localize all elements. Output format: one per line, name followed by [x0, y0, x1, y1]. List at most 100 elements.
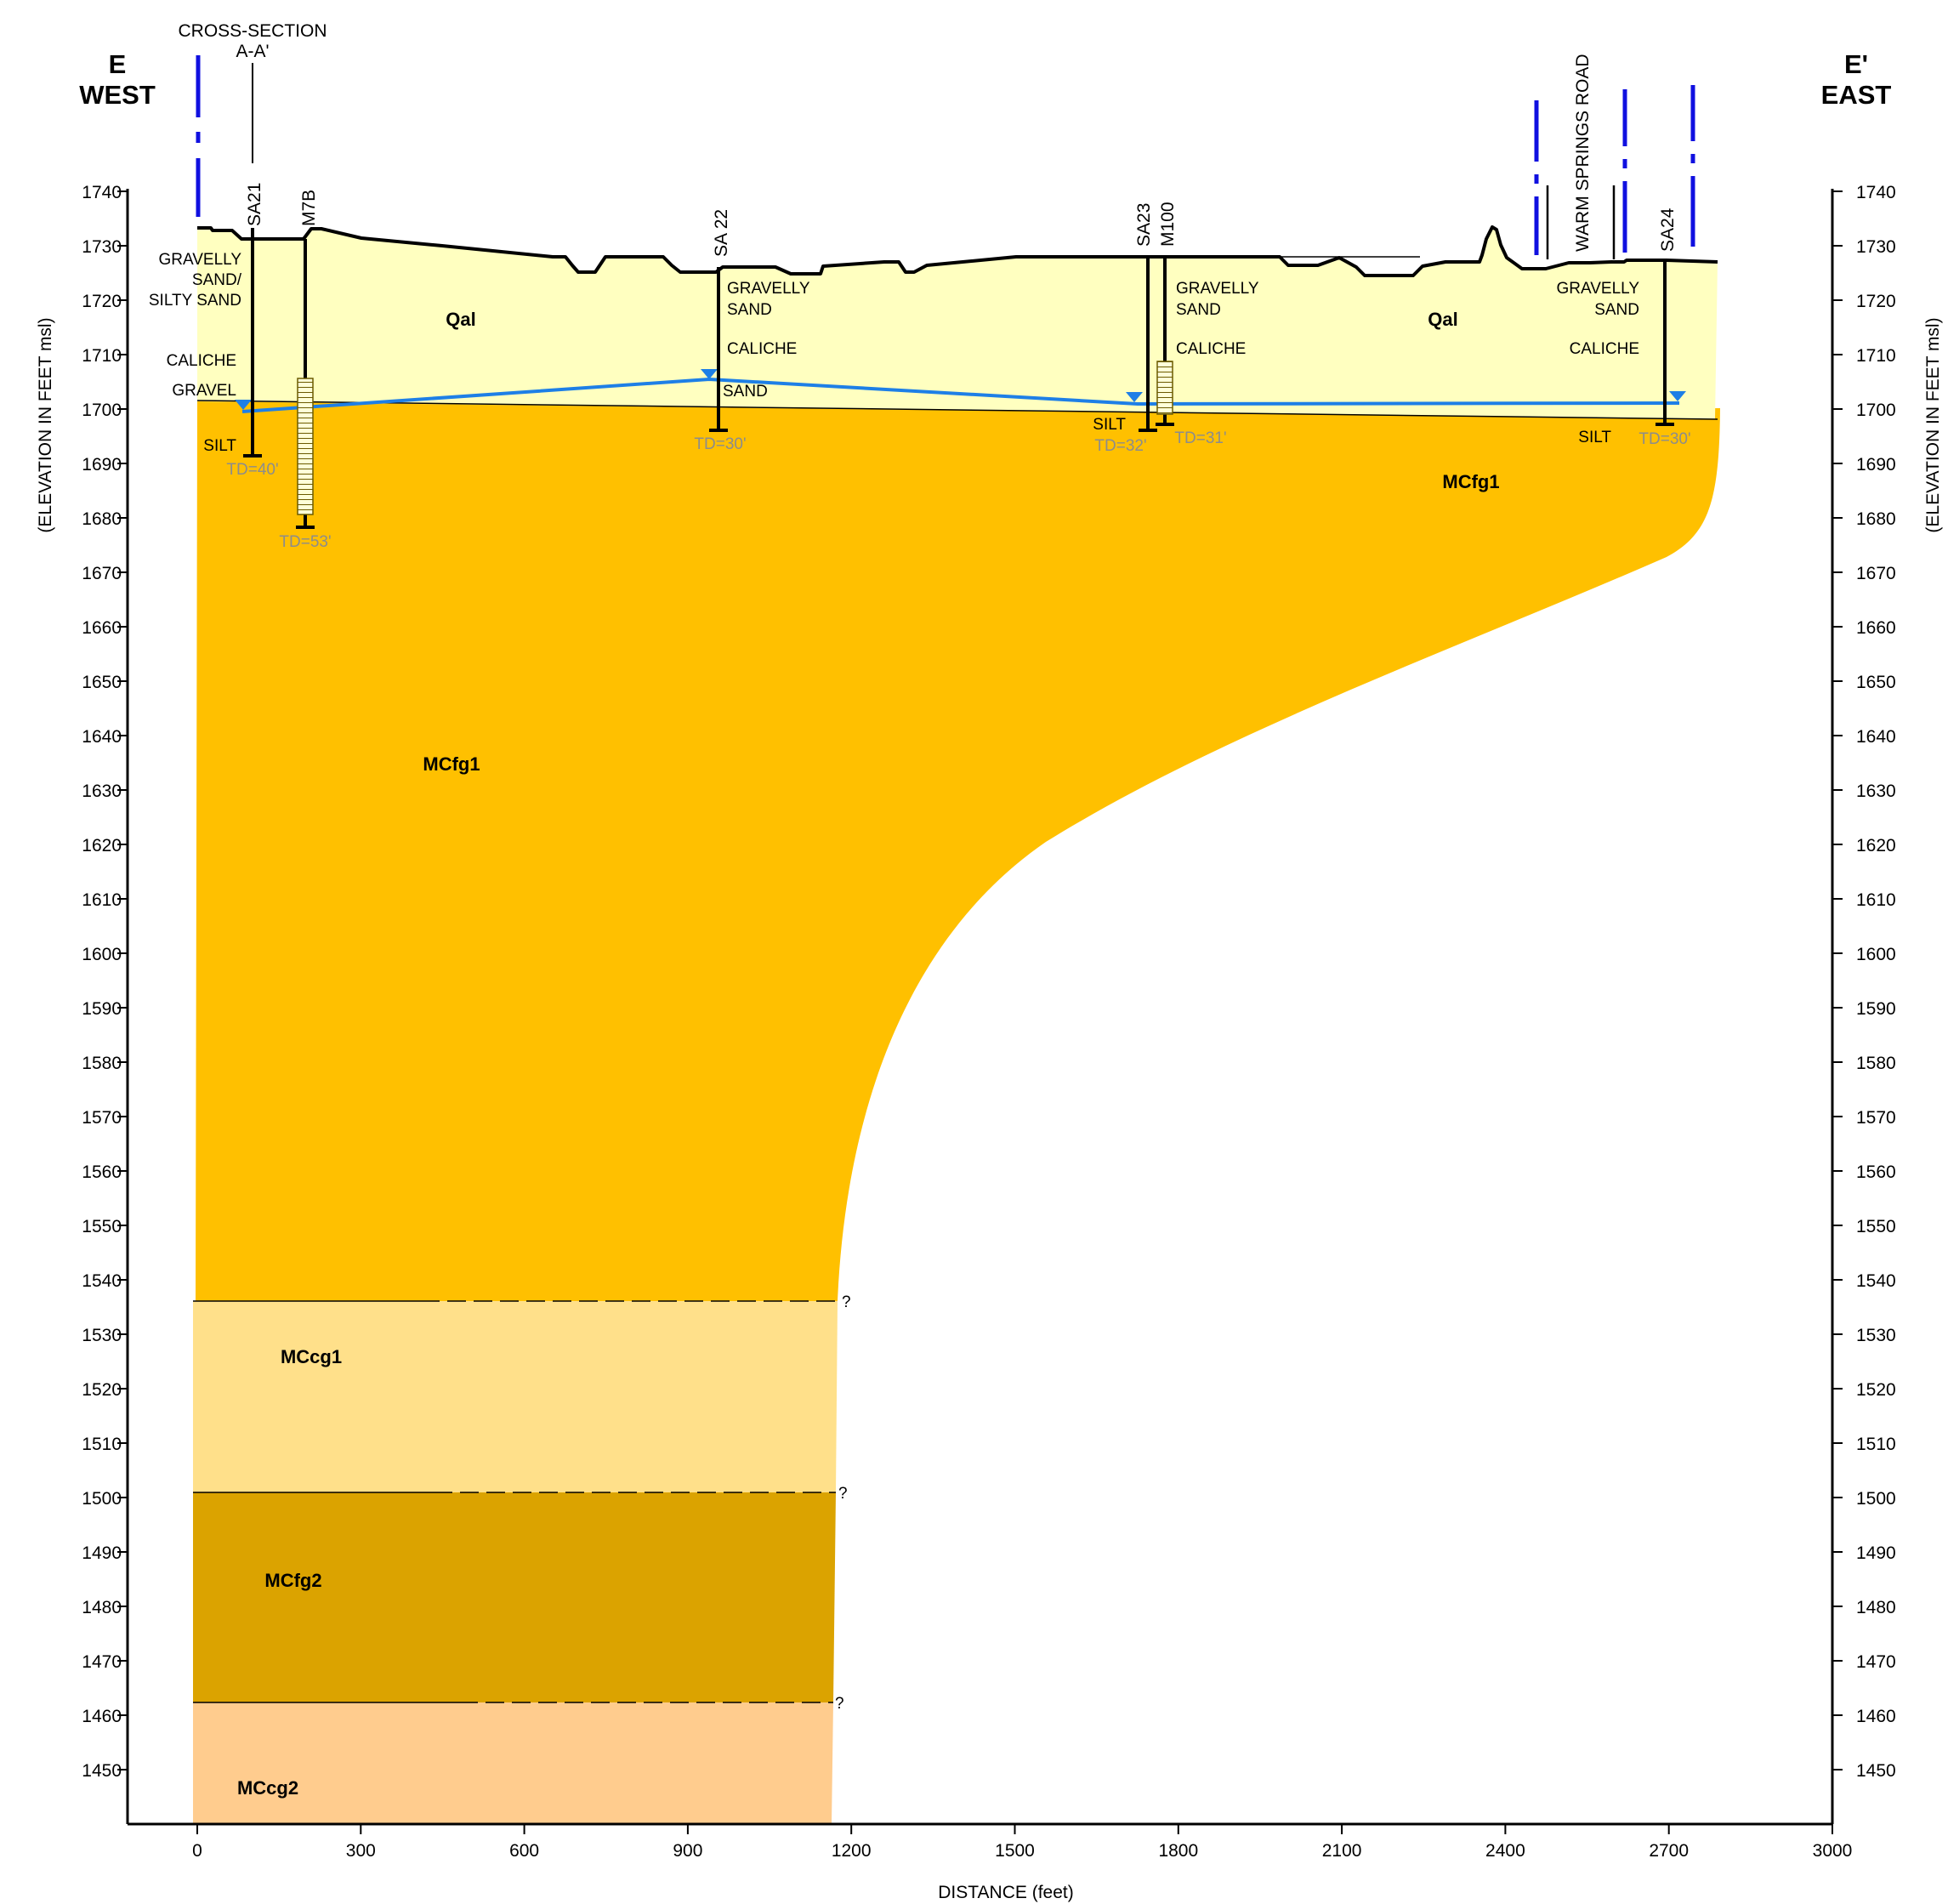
mccg1-unit: [193, 1301, 838, 1492]
y-tick-label-right: 1650: [1856, 673, 1896, 692]
well-name-sa24: SA24: [1658, 207, 1678, 252]
x-tick-label: 600: [509, 1841, 539, 1861]
y-tick-label-left: 1590: [82, 999, 122, 1019]
qal-base-contact: [196, 400, 1718, 420]
unit-label-qal-east: Qal: [1428, 309, 1457, 330]
y-tick-label-left: 1460: [82, 1707, 122, 1726]
east-direction: EAST: [1821, 80, 1892, 110]
ground-surface: [197, 225, 1718, 277]
x-tick-label: 1200: [832, 1841, 872, 1861]
y-tick-label-right: 1730: [1856, 237, 1896, 257]
unit-label-mcfg1-upper: MCfg1: [1442, 471, 1499, 492]
lith-m100-caliche: CALICHE: [1176, 340, 1246, 358]
y-tick-label-right: 1710: [1856, 346, 1896, 366]
lith-sa24-sand: SAND: [1594, 301, 1639, 319]
y-tick-label-left: 1710: [82, 346, 122, 366]
y-tick-label-right: 1490: [1856, 1543, 1896, 1563]
y-tick-label-left: 1500: [82, 1489, 122, 1509]
y-tick-label-right: 1660: [1856, 618, 1896, 638]
x-tick-label: 0: [192, 1841, 202, 1861]
y-tick-label-right: 1460: [1856, 1707, 1896, 1726]
mccg2-unit: [193, 1702, 833, 1824]
west-section-letter: E: [109, 49, 127, 79]
lith-sa23-silt: SILT: [1093, 416, 1126, 434]
y-tick-label-left: 1650: [82, 673, 122, 692]
y-tick-label-left: 1540: [82, 1271, 122, 1291]
y-tick-label-left: 1560: [82, 1162, 122, 1182]
y-tick-label-left: 1640: [82, 727, 122, 747]
water-table-markers: [235, 369, 1686, 410]
lith-west-gravelly: GRAVELLY: [158, 251, 241, 269]
y-tick-label-left: 1490: [82, 1543, 122, 1563]
well-name-m7b: M7B: [299, 190, 319, 226]
lith-m100-sand: SAND: [1176, 301, 1221, 319]
lith-sa22-sand-lower: SAND: [723, 383, 768, 401]
y-tick-label-right: 1480: [1856, 1598, 1896, 1617]
well-name-sa23: SA23: [1134, 203, 1154, 247]
qal-unit: [197, 227, 1718, 419]
y-tick-label-left: 1700: [82, 401, 122, 420]
y-tick-label-right: 1560: [1856, 1162, 1896, 1182]
lith-west-silty-sand: SILTY SAND: [149, 292, 241, 310]
unit-label-qal-west: Qal: [446, 309, 475, 330]
y-tick-label-right: 1520: [1856, 1380, 1896, 1400]
lith-sa22-sand: SAND: [727, 301, 772, 319]
y-tick-label-right: 1530: [1856, 1326, 1896, 1345]
td-m7b: TD=53': [279, 533, 331, 551]
y-tick-label-right: 1690: [1856, 455, 1896, 475]
td-sa21: TD=40': [226, 461, 278, 479]
contact-query-1: ?: [842, 1293, 851, 1311]
unit-label-mcfg2: MCfg2: [264, 1570, 321, 1591]
contact-query-3: ?: [835, 1695, 844, 1713]
y-tick-label-right: 1450: [1856, 1761, 1896, 1781]
y-tick-label-right: 1720: [1856, 292, 1896, 311]
y-tick-label-right: 1580: [1856, 1054, 1896, 1073]
y-tick-label-right: 1550: [1856, 1217, 1896, 1236]
lith-west-sand: SAND/: [192, 271, 242, 289]
y-tick-label-right: 1590: [1856, 999, 1896, 1019]
td-m100: TD=31': [1174, 429, 1226, 447]
y-tick-label-left: 1730: [82, 237, 122, 257]
right-y-axis-ticks: 1740173017201710170016901680167016601650…: [1832, 183, 1896, 1781]
y-tick-label-left: 1550: [82, 1217, 122, 1236]
y-tick-label-right: 1570: [1856, 1108, 1896, 1128]
lith-sa22-gravelly: GRAVELLY: [727, 280, 810, 298]
lith-west-silt: SILT: [203, 437, 236, 455]
road-marker-lines: [1546, 185, 1616, 259]
lith-west-caliche: CALICHE: [167, 352, 236, 370]
mcfg1-unit: [196, 401, 1720, 1301]
lith-sa24-gravelly: GRAVELLY: [1556, 280, 1639, 298]
x-tick-label: 900: [673, 1841, 702, 1861]
y-tick-label-right: 1600: [1856, 945, 1896, 964]
y-tick-label-right: 1670: [1856, 564, 1896, 583]
lith-m100-gravelly: GRAVELLY: [1176, 280, 1259, 298]
contacts: [193, 1300, 838, 1703]
m7b-screen: [297, 378, 314, 515]
y-tick-label-right: 1510: [1856, 1435, 1896, 1454]
y-tick-label-right: 1470: [1856, 1652, 1896, 1672]
mcfg2-unit: [193, 1492, 836, 1702]
unit-label-mccg1: MCcg1: [281, 1346, 342, 1367]
y-tick-label-left: 1670: [82, 564, 122, 583]
y-tick-label-right: 1630: [1856, 781, 1896, 801]
y-tick-label-left: 1570: [82, 1108, 122, 1128]
y-tick-label-left: 1720: [82, 292, 122, 311]
cross-section-label-line1: CROSS-SECTION: [178, 21, 327, 41]
x-tick-label: 1500: [995, 1841, 1035, 1861]
y-tick-label-left: 1660: [82, 618, 122, 638]
right-y-axis-title: (ELEVATION IN FEET msl): [1923, 317, 1943, 532]
lith-west-gravel: GRAVEL: [172, 382, 236, 400]
td-sa23: TD=32': [1094, 437, 1146, 455]
y-tick-label-left: 1450: [82, 1761, 122, 1781]
y-tick-label-right: 1500: [1856, 1489, 1896, 1509]
well-name-sa22: SA 22: [712, 209, 731, 257]
m100-screen: [1156, 361, 1173, 415]
y-tick-label-left: 1520: [82, 1380, 122, 1400]
lith-sa24-caliche: CALICHE: [1570, 340, 1639, 358]
west-direction: WEST: [79, 80, 156, 110]
x-axis-title: DISTANCE (feet): [938, 1883, 1073, 1902]
y-tick-label-left: 1580: [82, 1054, 122, 1073]
road-label: WARM SPRINGS ROAD: [1573, 54, 1593, 252]
left-y-axis-title: (ELEVATION IN FEET msl): [36, 317, 55, 532]
